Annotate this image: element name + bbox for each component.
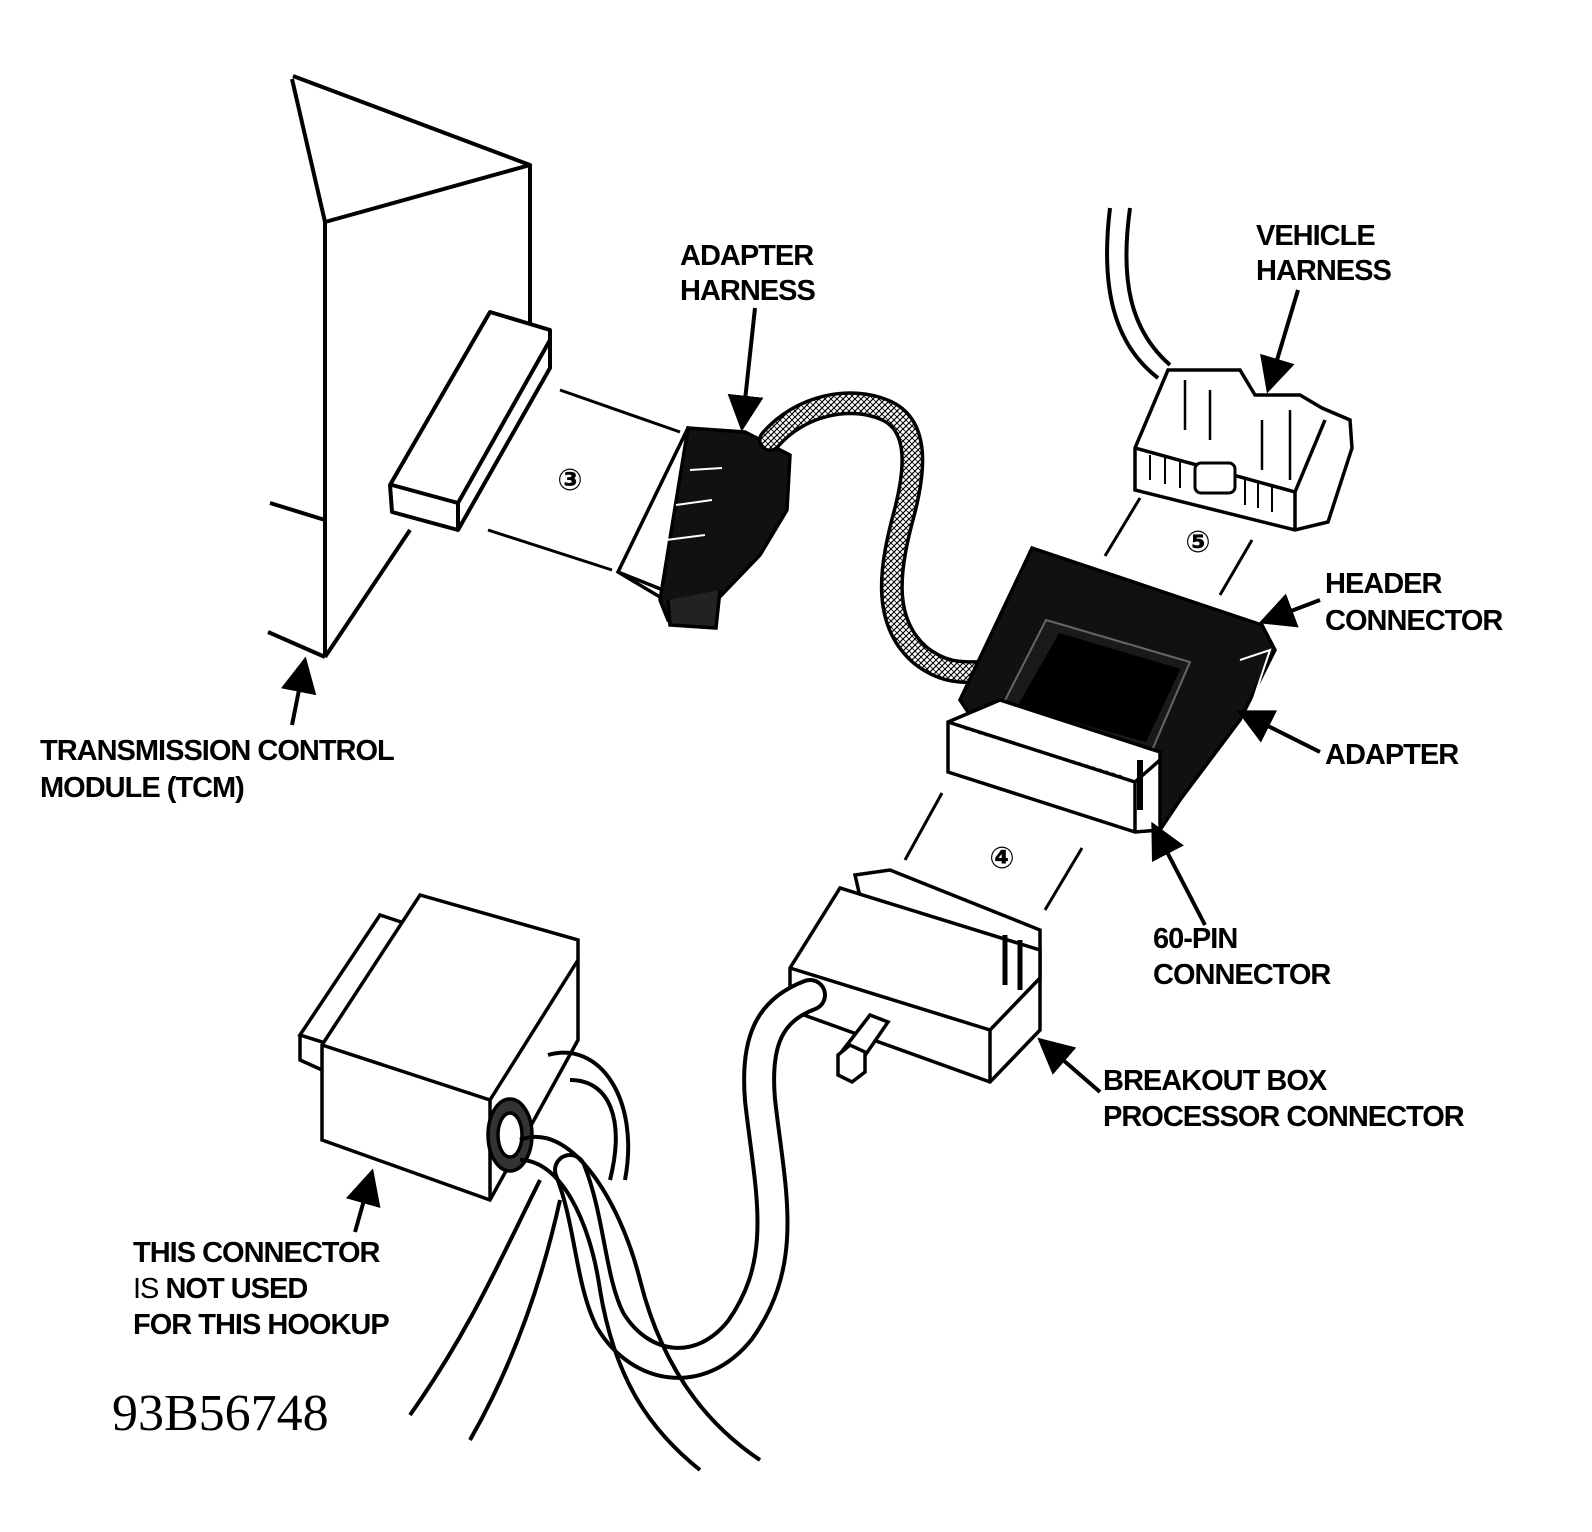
step-3-marker: ③ <box>557 463 582 498</box>
label-not-used-line1: THIS CONNECTOR <box>133 1237 381 1269</box>
arrow-adapter-harness <box>727 307 764 432</box>
label-adapter-harness-line1: ADAPTER <box>680 240 814 272</box>
header-connector-adapter <box>946 545 1277 834</box>
label-tcm-line2: MODULE (TCM) <box>40 772 244 804</box>
label-header-connector: HEADER CONNECTOR <box>1325 568 1504 637</box>
label-not-used: THIS CONNECTOR IS NOT USED FOR THIS HOOK… <box>133 1237 390 1341</box>
label-tcm: TRANSMISSION CONTROL MODULE (TCM) <box>40 735 395 804</box>
step-4-marker: ④ <box>989 841 1014 876</box>
breakout-cable-fill <box>557 982 823 1376</box>
step-5-marker: ⑤ <box>1185 525 1210 560</box>
label-breakout-box: BREAKOUT BOX PROCESSOR CONNECTOR <box>1103 1065 1466 1133</box>
label-60-pin-line2: CONNECTOR <box>1153 959 1331 991</box>
label-tcm-line1: TRANSMISSION CONTROL <box>40 735 394 767</box>
label-60-pin-connector: 60-PIN CONNECTOR <box>1153 923 1332 991</box>
label-not-used-line3: FOR THIS HOOKUP <box>133 1309 389 1341</box>
label-header-connector-line1: HEADER <box>1325 568 1443 600</box>
arrow-60-pin <box>1151 821 1207 926</box>
arrow-unused <box>345 1168 381 1233</box>
arrow-vehicle-harness <box>1260 289 1300 394</box>
adapter-harness-connector <box>615 425 792 630</box>
arrow-adapter <box>1236 710 1321 754</box>
arrow-tcm <box>280 656 317 726</box>
arrow-header-connector <box>1258 593 1321 628</box>
label-breakout-line2: PROCESSOR CONNECTOR <box>1103 1101 1465 1133</box>
figure-id: 93B56748 <box>112 1385 329 1442</box>
label-breakout-line1: BREAKOUT BOX <box>1103 1065 1328 1097</box>
label-header-connector-line2: CONNECTOR <box>1325 605 1503 637</box>
tcm-module <box>267 74 552 659</box>
alignment-lines-5 <box>1103 497 1254 596</box>
label-vehicle-harness-line2: HARNESS <box>1256 255 1391 287</box>
alignment-lines-3 <box>487 388 681 572</box>
arrow-breakout <box>1037 1037 1102 1094</box>
vehicle-harness-wires <box>1105 207 1172 380</box>
vehicle-harness-connector <box>1133 368 1354 532</box>
label-adapter-harness-line2: HARNESS <box>680 275 815 307</box>
alignment-lines-4 <box>903 792 1084 911</box>
label-adapter-harness: ADAPTER HARNESS <box>680 240 816 307</box>
leader-arrows <box>280 289 1321 1233</box>
adapter-cable <box>758 391 997 685</box>
breakout-box-connector <box>788 868 1042 1085</box>
adapter-cable-braid <box>761 394 994 681</box>
label-60-pin-line1: 60-PIN <box>1153 923 1237 955</box>
label-not-used-bold: NOT USED <box>165 1273 307 1305</box>
label-vehicle-harness-line1: VEHICLE <box>1256 220 1375 252</box>
label-not-used-line2: IS NOT USED <box>133 1273 307 1305</box>
label-adapter: ADAPTER <box>1325 739 1459 771</box>
label-vehicle-harness: VEHICLE HARNESS <box>1256 220 1392 287</box>
unused-connector <box>297 892 580 1203</box>
label-not-used-prefix: IS <box>133 1273 165 1305</box>
unused-connector-cables <box>408 1050 762 1472</box>
